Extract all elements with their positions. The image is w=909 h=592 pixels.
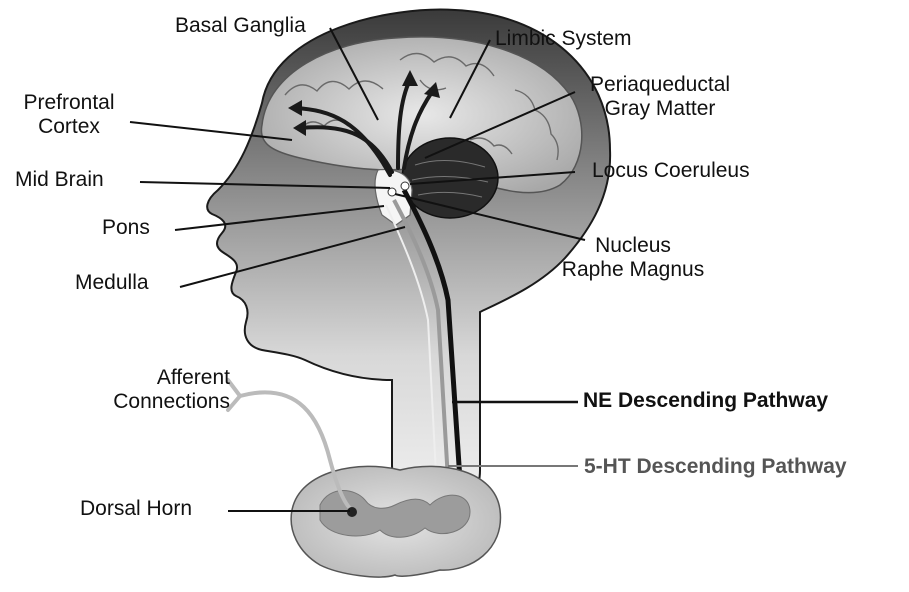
label-afferent-line2: Connections: [100, 390, 230, 414]
locus-coeruleus-dot: [401, 182, 409, 190]
label-ne-descending-pathway: NE Descending Pathway: [583, 389, 828, 413]
label-periaqueductal-gray: Periaqueductal Gray Matter: [580, 73, 740, 120]
label-periaqueductal-line1: Periaqueductal: [580, 73, 740, 97]
label-medulla: Medulla: [75, 271, 149, 295]
label-5ht-descending-pathway: 5-HT Descending Pathway: [584, 455, 847, 479]
label-nucleus-line1: Nucleus: [548, 234, 718, 258]
label-pons: Pons: [102, 216, 150, 240]
label-afferent-connections: Afferent Connections: [100, 366, 230, 413]
label-prefrontal-cortex-line2: Cortex: [8, 115, 130, 139]
label-limbic-system: Limbic System: [495, 27, 632, 51]
label-mid-brain: Mid Brain: [15, 168, 104, 192]
label-dorsal-horn: Dorsal Horn: [80, 497, 192, 521]
label-prefrontal-cortex-line1: Prefrontal: [8, 91, 130, 115]
label-nucleus-line2: Raphe Magnus: [548, 258, 718, 282]
raphe-dot: [388, 188, 396, 196]
label-nucleus-raphe-magnus: Nucleus Raphe Magnus: [548, 234, 718, 281]
label-prefrontal-cortex: Prefrontal Cortex: [8, 91, 130, 138]
label-afferent-line1: Afferent: [100, 366, 230, 390]
label-basal-ganglia: Basal Ganglia: [175, 14, 306, 38]
label-locus-coeruleus: Locus Coeruleus: [592, 159, 750, 183]
label-periaqueductal-line2: Gray Matter: [580, 97, 740, 121]
